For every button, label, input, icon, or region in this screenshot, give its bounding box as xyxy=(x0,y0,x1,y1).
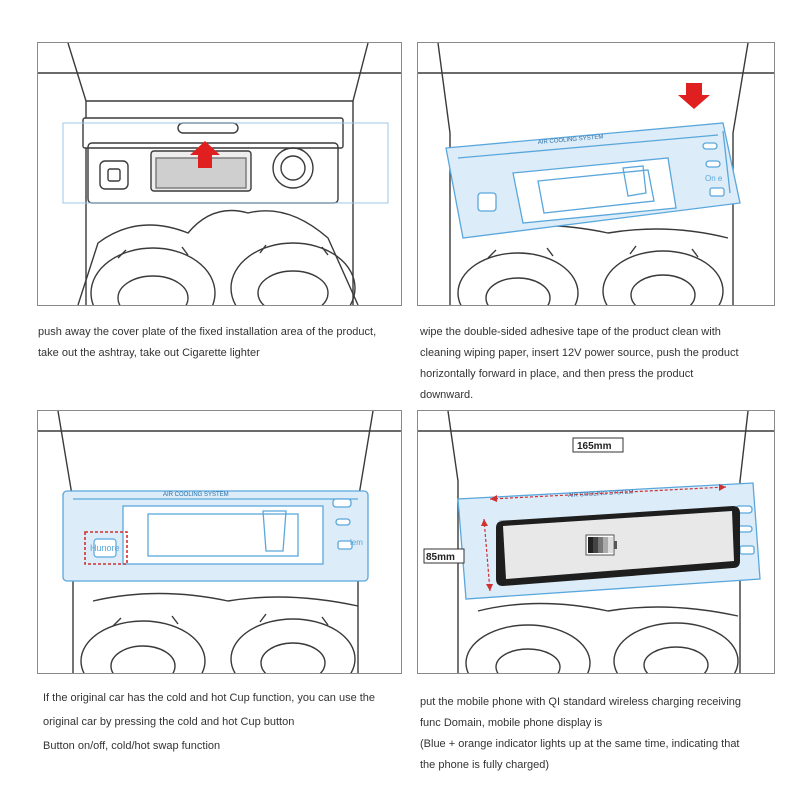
caption-line: take out the ashtray, take out Cigarette… xyxy=(38,347,260,359)
caption-line: downward. xyxy=(420,389,474,401)
width-dimension xyxy=(489,437,727,502)
caption-line: (Blue + orange indicator lights up at th… xyxy=(420,738,740,750)
caption-line: If the original car has the cold and hot… xyxy=(43,692,376,704)
caption-line: wipe the double-sided adhesive tape of t… xyxy=(420,326,721,338)
red-down-arrow-icon xyxy=(678,83,710,109)
width-label: 165mm xyxy=(577,441,612,452)
button-label: Hunore xyxy=(90,543,120,553)
caption-line: push away the cover plate of the fixed i… xyxy=(38,326,377,338)
diagram-panel-step-3: AIR COOLING SYSTEM Hunore lem xyxy=(37,410,402,674)
caption-line: func Domain, mobile phone display is xyxy=(420,717,603,729)
device-header-label: AIR COOLING SYSTEM xyxy=(568,490,634,499)
height-label: 85mm xyxy=(426,552,455,563)
red-up-arrow-icon xyxy=(190,141,220,168)
battery-full-icon xyxy=(585,534,617,556)
cup-button-highlight xyxy=(84,531,128,565)
diagram-panel-step-4: AIR COOLING SYSTEM 165mm 85 xyxy=(417,410,775,674)
caption-line: horizontally forward in place, and then … xyxy=(420,368,694,380)
device-header-label: AIR COOLING SYSTEM xyxy=(163,492,229,498)
caption-step-1: push away the cover plate of the fixed i… xyxy=(38,322,376,364)
caption-line: put the mobile phone with QI standard wi… xyxy=(420,696,742,708)
caption-line: the phone is fully charged) xyxy=(420,759,550,771)
caption-step-2: wipe the double-sided adhesive tape of t… xyxy=(420,322,739,406)
diagram-panel-step-2: AIR COOLING SYSTEM On e xyxy=(417,42,775,306)
side-label: lem xyxy=(350,538,363,547)
height-dimension xyxy=(423,518,493,592)
caption-line: original car by pressing the cold and ho… xyxy=(43,716,295,728)
charger-device xyxy=(445,122,741,239)
charger-device xyxy=(62,490,369,582)
device-header-label: AIR COOLING SYSTEM xyxy=(538,134,604,146)
caption-line: Button on/off, cold/hot swap function xyxy=(43,740,221,752)
diagram-panel-step-1 xyxy=(37,42,402,306)
caption-line: cleaning wiping paper, insert 12V power … xyxy=(420,347,739,359)
caption-step-4: put the mobile phone with QI standard wi… xyxy=(420,692,741,776)
caption-step-3: If the original car has the cold and hot… xyxy=(43,686,375,758)
side-label: On e xyxy=(705,174,723,183)
